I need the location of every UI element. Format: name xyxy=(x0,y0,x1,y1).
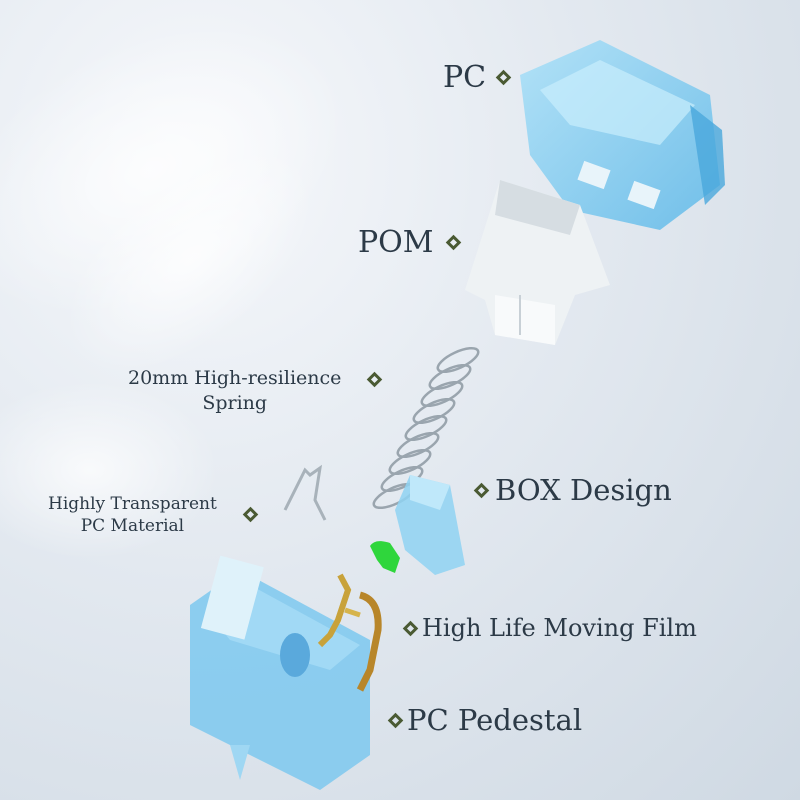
label-moving-film: High Life Moving Film xyxy=(402,614,697,642)
diamond-bullet-icon xyxy=(242,506,259,522)
label-text: PC xyxy=(443,60,487,95)
pc-pedestal-image xyxy=(190,555,370,790)
label-text: BOX Design xyxy=(495,473,672,507)
box-piece-image xyxy=(395,475,465,575)
label-text-line1: Highly Transparent xyxy=(48,494,217,514)
label-spring: 20mm High-resilience Spring xyxy=(128,366,383,416)
diamond-bullet-icon xyxy=(367,371,383,387)
diamond-bullet-icon xyxy=(473,482,490,498)
label-text: PC Pedestal xyxy=(407,703,583,737)
diamond-bullet-icon xyxy=(495,69,512,86)
led-image xyxy=(370,541,400,573)
label-text-line2: Spring xyxy=(202,392,268,414)
label-text: POM xyxy=(358,225,434,260)
label-text-line2: PC Material xyxy=(80,516,185,536)
leaf-spring-image xyxy=(283,464,327,521)
pc-top-housing-image xyxy=(520,40,725,230)
label-pc-pedestal: PC Pedestal xyxy=(387,703,583,737)
label-transparent-pc: Highly Transparent PC Material xyxy=(48,493,259,537)
smoke-wisp xyxy=(0,380,220,560)
diamond-bullet-icon xyxy=(402,620,419,636)
label-pom: POM xyxy=(358,225,461,260)
label-text-line1: 20mm High-resilience xyxy=(128,367,342,389)
moving-film-contacts-image xyxy=(317,573,382,692)
label-pc-top: PC xyxy=(443,60,512,95)
diamond-bullet-icon xyxy=(387,712,404,728)
diamond-bullet-icon xyxy=(445,234,461,251)
pom-stem-image xyxy=(465,180,610,345)
label-box-design: BOX Design xyxy=(473,473,672,507)
label-text: High Life Moving Film xyxy=(422,614,697,642)
